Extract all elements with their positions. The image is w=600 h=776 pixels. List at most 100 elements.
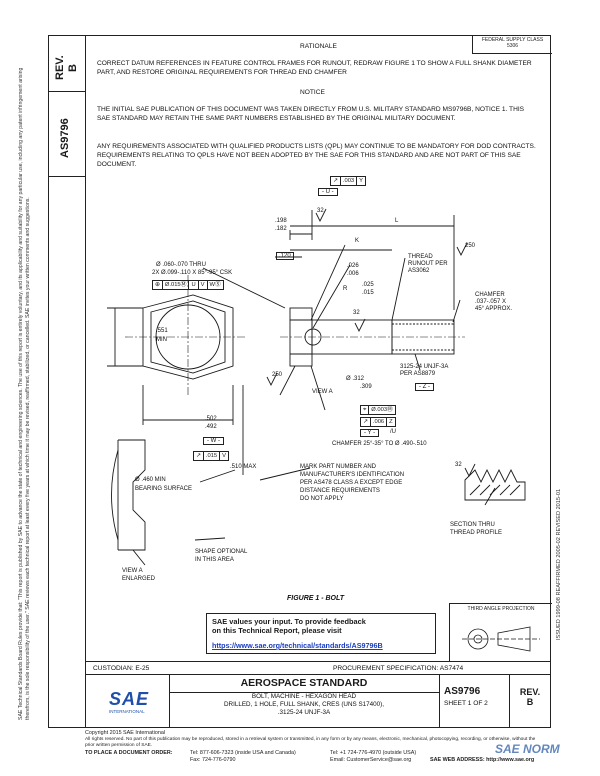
title-line-2: DRILLED, 1 HOLE, FULL SHANK, CRES (UNS S… xyxy=(223,701,385,708)
doc-number-vertical: AS9796 xyxy=(59,118,71,158)
perp-tolerance: Ø.003Ⓜ xyxy=(371,407,393,413)
projection-label: THIRD ANGLE PROJECTION xyxy=(467,606,535,612)
doc-number: AS9796 xyxy=(444,686,481,697)
dim-025: .025 xyxy=(362,282,374,288)
datum-v-ref: V xyxy=(199,281,208,289)
copyright: Copyright 2015 SAE International xyxy=(85,730,166,736)
bolt-drawing xyxy=(107,208,526,566)
custodian-row: CUSTODIAN: E-25 PROCUREMENT SPECIFICATIO… xyxy=(85,661,551,675)
thread-profile-section xyxy=(464,468,526,501)
document-frame xyxy=(48,35,551,728)
dim-k: K xyxy=(355,238,360,244)
custodian: CUSTODIAN: E-25 xyxy=(93,665,150,672)
left-column xyxy=(48,35,86,728)
rev-value: B xyxy=(67,64,79,72)
dim-510-max: .510 MAX xyxy=(230,464,257,470)
datum-y-tail: /U xyxy=(390,429,396,435)
runout2-symbol: ↗ xyxy=(361,418,371,426)
feedback-line-2: on this Technical Report, please visit xyxy=(212,626,342,635)
position-tolerance: Ø.015Ⓜ xyxy=(163,281,190,289)
order-label: TO PLACE A DOCUMENT ORDER: xyxy=(85,750,173,756)
view-a-enlarged-label: VIEW A ENLARGED xyxy=(122,568,156,582)
rev-value-title: B xyxy=(526,697,534,707)
finish-mark-5 xyxy=(456,242,468,257)
doc-number-cell: AS9796 SHEET 1 OF 2 xyxy=(439,675,510,728)
rev-label-top: REV. xyxy=(54,55,66,80)
section-thru-label: SECTION THRU THREAD PROFILE xyxy=(450,522,503,536)
feedback-box: SAE values your input. To provide feedba… xyxy=(206,613,436,654)
figure-caption: FIGURE 1 - BOLT xyxy=(287,595,345,602)
finish-32-mid: 32 xyxy=(353,310,360,316)
runout2-tolerance: .006 xyxy=(371,418,388,426)
title-line-3: .3125-24 UNJF-3A xyxy=(277,709,331,716)
position-symbol: ⊕ xyxy=(153,281,163,289)
dim-198: .198 xyxy=(275,218,287,224)
aerospace-standard-heading: AEROSPACE STANDARD xyxy=(240,677,368,689)
federal-supply-label: FEDERAL SUPPLY CLASS xyxy=(481,37,544,43)
datum-u-ref: U xyxy=(189,281,199,289)
head-chamfer-note: CHAMFER 25°-35° TO Ø .490-.510 xyxy=(332,441,427,447)
finish-mark-3 xyxy=(464,463,476,478)
datum-w-ref: WⓈ xyxy=(209,282,221,288)
finish-32-thread: 32 xyxy=(455,462,462,468)
notice-para-2: ANY REQUIREMENTS ASSOCIATED WITH QUALIFI… xyxy=(97,143,536,168)
rights-notice: All rights reserved. No part of this pub… xyxy=(85,737,536,748)
feedback-link[interactable]: https://www.sae.org/technical/standards/… xyxy=(212,641,383,650)
dim-120: .120 xyxy=(276,252,294,260)
perpendicularity-frame: ⌖ Ø.003Ⓜ xyxy=(360,405,396,415)
dim-492: .492 xyxy=(205,424,217,430)
watermark: SAE NORM xyxy=(495,742,560,756)
rationale-text: CORRECT DATUM REFERENCES IN FEATURE CONT… xyxy=(97,60,532,76)
marking-note: MARK PART NUMBER AND MANUFACTURER'S IDEN… xyxy=(300,464,405,502)
finish-mark-2 xyxy=(354,318,366,333)
doc-number-box xyxy=(48,91,85,177)
dim-309: .309 xyxy=(360,384,372,390)
order-tel-outside: Tel: +1 724-776-4970 (outside USA) xyxy=(330,750,417,756)
title-cell: AEROSPACE STANDARD BOLT, MACHINE - HEXAG… xyxy=(169,675,440,728)
datum-v-frame: ↗ .015 V xyxy=(193,451,230,461)
dim-026: .026 xyxy=(347,263,359,269)
order-fax: Fax: 724-776-0790 xyxy=(190,757,236,763)
projection-box: THIRD ANGLE PROJECTION xyxy=(449,603,552,662)
finish-mark-1 xyxy=(315,208,327,223)
datum-u: - U - xyxy=(318,188,338,196)
view-a-callout: VIEW A xyxy=(312,389,333,395)
dim-312: Ø .312 xyxy=(346,376,365,382)
datum-w: - W - xyxy=(203,437,224,445)
sae-logo-sub: INTERNATIONAL xyxy=(109,709,145,714)
datum-v-symbol: ↗ xyxy=(194,452,204,460)
finish-mark-4 xyxy=(266,372,278,387)
rationale-heading: RATIONALE xyxy=(300,43,337,50)
datum-v-datum: V xyxy=(222,453,227,459)
datum-y: - Y - xyxy=(360,429,380,437)
dim-min: MIN xyxy=(156,337,167,343)
dim-502: .502 xyxy=(205,416,217,422)
chamfer-note: CHAMFER .037-.057 X 45° APPROX. xyxy=(475,292,513,312)
shape-optional-note: SHAPE OPTIONAL IN THIS AREA xyxy=(195,549,248,563)
runout-control-frame: ↗ .003 Y xyxy=(330,176,367,186)
bearing-surface-label: BEARING SURFACE xyxy=(135,486,193,492)
dim-r: R xyxy=(343,286,348,292)
dim-015: .015 xyxy=(362,290,374,296)
sae-logo-box: SAE INTERNATIONAL xyxy=(85,675,170,728)
sae-logo: SAE xyxy=(109,689,150,709)
perp-symbol: ⌖ xyxy=(361,406,370,414)
rev-box xyxy=(48,35,85,92)
thread-spec-note: 3125-24 UNJF-3A PER AS8879 xyxy=(400,364,449,377)
order-email[interactable]: Email: CustomerService@sae.org xyxy=(330,757,412,763)
finish-250-top: 250 xyxy=(465,243,476,249)
drill-position-frame: ⊕ Ø.015Ⓜ U V WⓈ xyxy=(152,280,224,290)
dim-551: .551 xyxy=(156,328,168,334)
rev-label: REV. xyxy=(519,687,541,697)
rev-label-vertical: REV. xyxy=(54,55,66,80)
datum-z: - Z - xyxy=(415,383,434,391)
sheet-number: SHEET 1 OF 2 xyxy=(444,700,488,707)
fcf-tolerance: .003 xyxy=(341,177,358,185)
datum-v-tolerance: .015 xyxy=(204,452,221,460)
sae-web-address[interactable]: SAE WEB ADDRESS: http://www.sae.org xyxy=(430,757,535,763)
feedback-line-1: SAE values your input. To provide feedba… xyxy=(212,617,366,626)
left-margin-text: SAE Technical Standards Board Rules prov… xyxy=(18,67,31,720)
finish-250-mid: 250 xyxy=(272,372,283,378)
bearing-surface-dim: Ø .460 MIN xyxy=(135,477,166,483)
federal-supply-code: 5306 xyxy=(506,43,519,49)
